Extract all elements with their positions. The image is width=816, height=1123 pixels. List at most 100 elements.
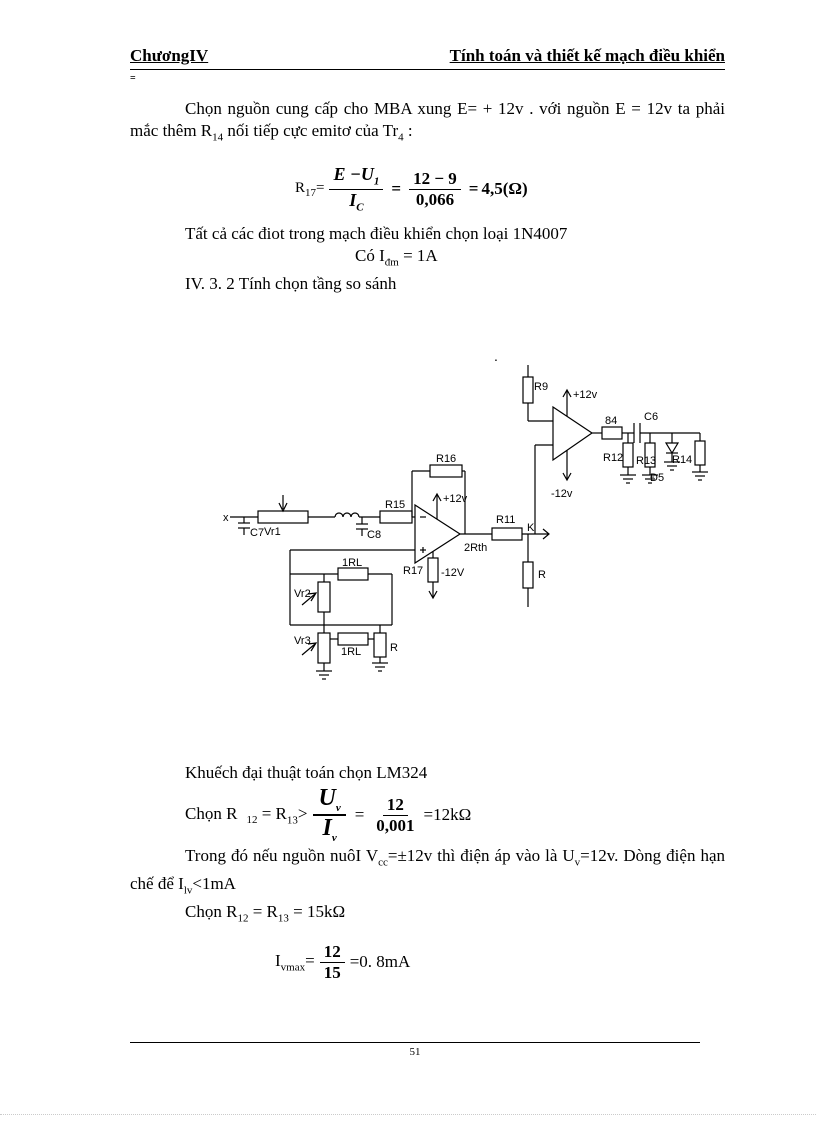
label-r9: R9 (534, 381, 548, 393)
formula-lhs: R17= (295, 180, 324, 199)
line-idm: Có Iđm = 1A (355, 245, 725, 273)
text-run: nối tiếp cực emitơ của Tr (223, 121, 399, 140)
label-k: K (527, 522, 535, 534)
stray-dot: . (494, 348, 498, 364)
formula-lhs: Ivmax= (275, 951, 315, 973)
header-title: Tính toán và thiết kế mạch điều khiển (449, 46, 725, 65)
resistor-r14 (694, 440, 706, 466)
page-footer: 51 (130, 1042, 700, 1058)
resistor-r17 (427, 557, 439, 583)
subscript: đm (384, 255, 399, 268)
subscript: vmax (280, 961, 306, 974)
resistor-1rl-b (337, 632, 369, 646)
resistor-r16 (429, 464, 463, 478)
label-vr2: Vr2 (294, 588, 311, 600)
label-2rth: 2Rth (464, 542, 487, 554)
header-chapter: ChươngIV (130, 46, 209, 65)
fraction-denominator: Iv (318, 816, 340, 844)
equals-sign: = (391, 179, 402, 199)
label-vplus-main: +12v (443, 493, 468, 505)
text-run: = 15kΩ (288, 902, 346, 922)
line-lm324: Khuếch đại thuật toán chọn LM324 (185, 762, 428, 782)
resistor-1rl-a (337, 567, 369, 581)
potentiometer-vr1 (257, 510, 309, 524)
diode-d5 (664, 442, 680, 455)
label-1rl-a: 1RL (342, 557, 362, 569)
fraction-denominator: 15 (323, 962, 341, 982)
subscript: 13 (286, 814, 298, 827)
subscript: 13 (277, 912, 289, 925)
label-c8: C8 (367, 529, 381, 541)
formula-result: 4,5(Ω) (481, 179, 528, 199)
subscript: 4 (398, 131, 404, 144)
text-run: <1mA (192, 873, 236, 893)
arrow-up-icon (562, 388, 572, 398)
text-run: =±12v thì điện áp vào là U (387, 845, 575, 865)
text-run: = R (248, 902, 278, 922)
text-run: = 1A (398, 245, 438, 265)
label-vr1: Vr1 (264, 526, 281, 538)
inductor-symbol (334, 512, 360, 518)
circuit-diagram: . R9 +12v -12v 84 C6 R12 R13 Đ5 R14 R16 … (223, 348, 708, 680)
fraction-denominator: IC (345, 190, 367, 215)
label-r-mid: R (538, 569, 546, 581)
text-run: E −U (333, 164, 374, 185)
text-run: Chọn R (185, 902, 238, 922)
label-r13: R13 (636, 455, 656, 467)
potentiometer-vr3 (317, 632, 331, 664)
op-amp-symbol-top (552, 405, 594, 462)
arrow-up-icon (432, 492, 442, 502)
formula-result: =12kΩ (423, 805, 472, 825)
label-84: 84 (605, 415, 617, 427)
subscript: cc (378, 855, 388, 868)
potentiometer-vr2 (317, 581, 331, 613)
subscript: 12 (237, 912, 249, 925)
label-vminus-top: -12v (551, 488, 573, 500)
greater-than-sign: > (297, 804, 308, 824)
page-number: 51 (409, 1046, 421, 1058)
heading-iv32: IV. 3. 2 Tính chọn tầng so sánh (185, 273, 397, 293)
subscript: 14 (212, 131, 224, 144)
text-run: I (322, 815, 332, 842)
arrow-down-icon (562, 472, 572, 482)
label-r16: R16 (436, 453, 456, 465)
label-x-input: x (223, 512, 229, 524)
paragraph-vcc: Trong đó nếu nguồn nuôI Vcc=±12v thì điệ… (130, 845, 725, 902)
arrow-right-icon (542, 528, 550, 540)
subscript: C (356, 201, 364, 214)
fraction-denominator: 0,001 (376, 815, 415, 835)
fraction-numerator: 12 (382, 795, 408, 816)
subscript: 12 (246, 814, 258, 827)
bottom-dotted-line (0, 1114, 816, 1115)
subscript: 1 (373, 175, 380, 188)
label-1rl-b: 1RL (341, 646, 361, 658)
equals-sign: = (354, 805, 365, 825)
text-run: : (403, 121, 413, 140)
stray-mark: = (130, 73, 136, 84)
document-page: ChươngIV Tính toán và thiết kế mạch điều… (130, 46, 725, 983)
fraction-numerator: 12 − 9 (409, 169, 461, 190)
equals-sign: = (468, 179, 479, 199)
text-run: Trong đó nếu nguồn nuôI V (185, 845, 379, 865)
paragraph-power-supply: Chọn nguồn cung cấp cho MBA xung E= + 12… (130, 98, 725, 148)
label-r17: R17 (403, 565, 423, 577)
wiper-arrow-icon (307, 642, 318, 652)
subscript: v (331, 832, 337, 845)
wiper-arrow-icon (307, 592, 318, 602)
label-c7: C7 (250, 527, 264, 539)
resistor-r-network (373, 632, 387, 658)
text-run: R (295, 179, 306, 196)
subscript: 17 (305, 186, 317, 199)
arrow-down-icon (428, 590, 438, 600)
label-d5: Đ5 (650, 472, 664, 484)
line-diot: Tất cả các điot trong mạch điều khiển ch… (185, 223, 568, 243)
text-run: I (275, 951, 281, 971)
label-c6: C6 (644, 411, 658, 423)
label-r11: R11 (496, 514, 515, 526)
